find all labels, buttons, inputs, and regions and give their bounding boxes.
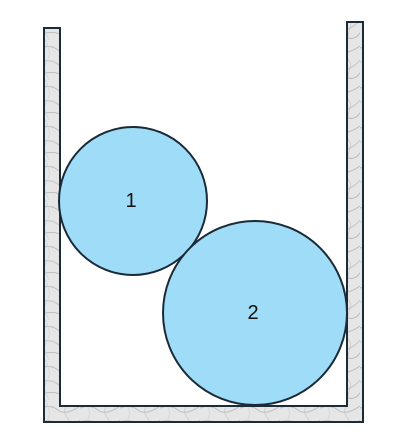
ball-2-label: 2 — [247, 302, 258, 324]
ball-1: 1 — [58, 126, 208, 276]
ball-2: 2 — [162, 220, 348, 406]
ball-1-label: 1 — [125, 190, 136, 212]
ball-2-circle — [162, 220, 348, 406]
ball-1-circle — [58, 126, 208, 276]
container-walls — [43, 21, 364, 423]
